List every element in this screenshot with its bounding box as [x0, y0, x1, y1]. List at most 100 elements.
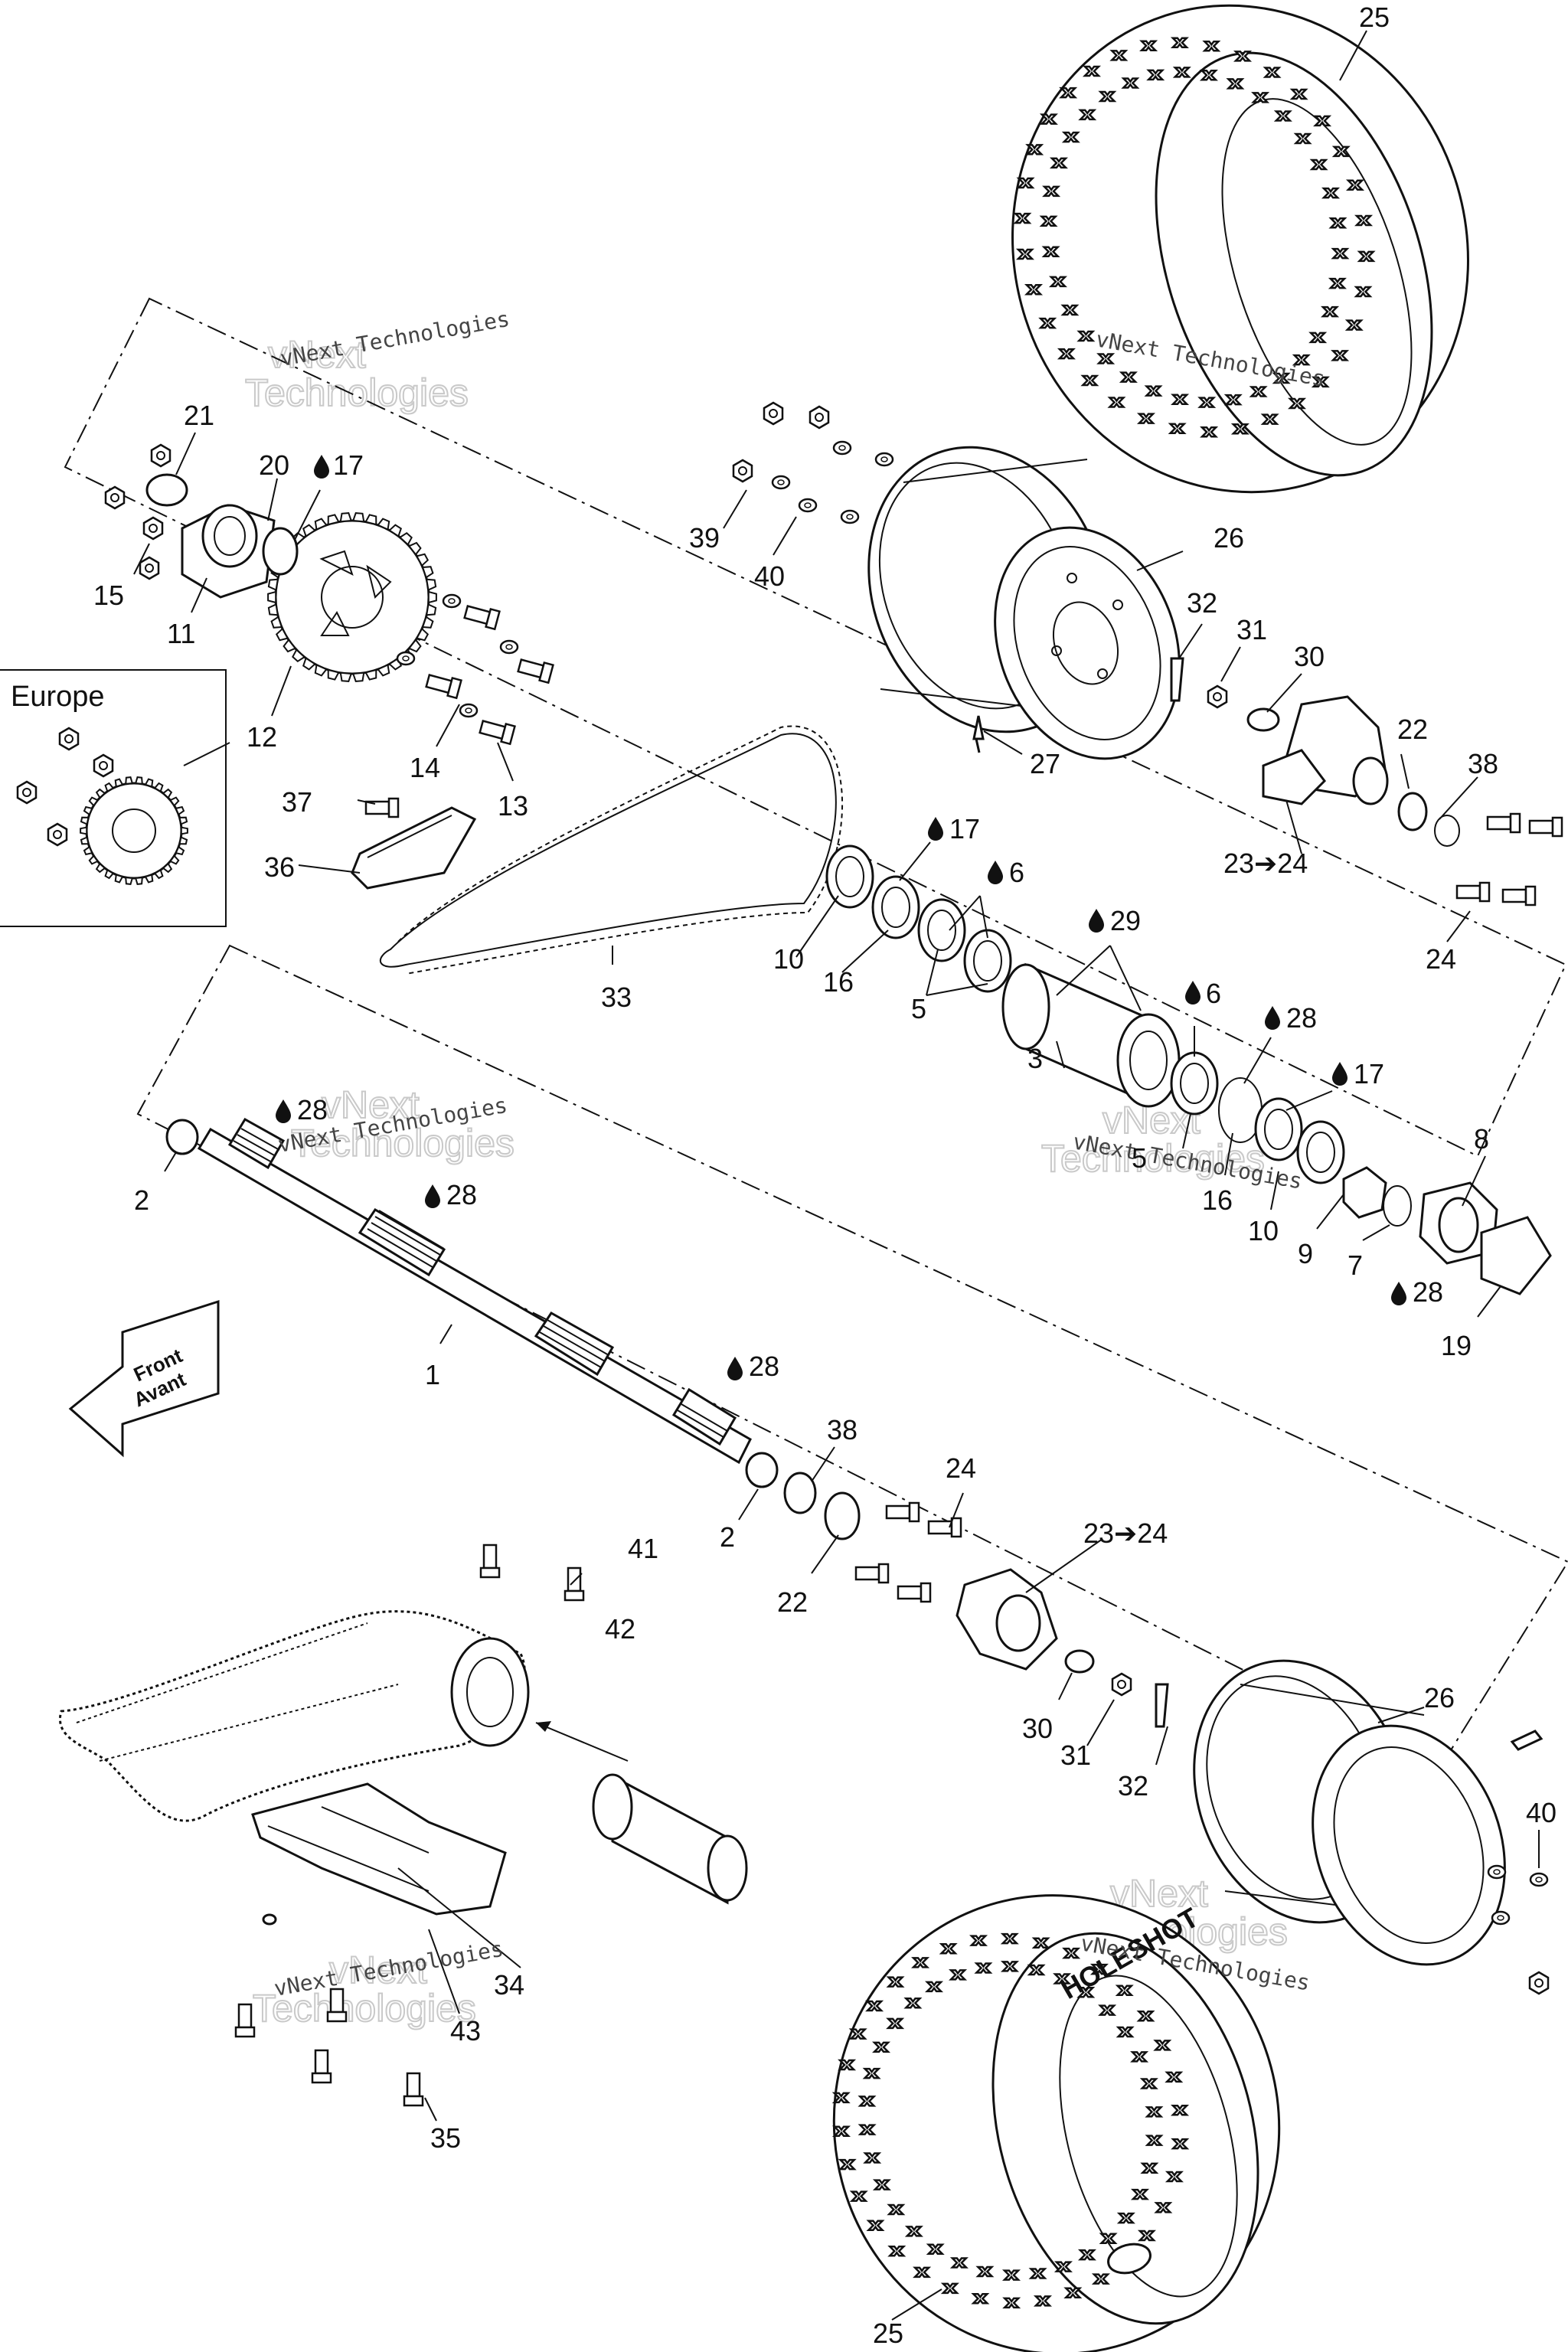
tread-block	[1146, 69, 1165, 81]
sprocket-tooth	[339, 671, 353, 682]
callout-32: 32	[1187, 587, 1217, 619]
drive-chain	[379, 725, 844, 975]
sprocket-tooth	[83, 805, 93, 816]
sprocket-tooth	[104, 868, 115, 880]
callout-24: 24	[946, 1452, 976, 1484]
sprocket-tooth	[153, 868, 164, 880]
drop-icon	[276, 1099, 291, 1123]
sprocket-tooth	[114, 874, 124, 884]
callout-9: 9	[1298, 1238, 1313, 1269]
tread-block	[1139, 40, 1158, 52]
tread-block	[1000, 1932, 1019, 1945]
sprocket-tooth	[267, 578, 279, 591]
callout-40: 40	[1526, 1797, 1557, 1828]
sprocket-tooth	[144, 778, 154, 788]
tread-block	[1233, 51, 1253, 62]
spacer-2-bottom	[745, 1452, 779, 1488]
sprocket-tooth	[153, 782, 164, 793]
tread-block	[1099, 2233, 1118, 2245]
tread-block	[1328, 277, 1347, 289]
tread-block	[1145, 2135, 1164, 2146]
tread-block	[1199, 70, 1218, 81]
callout-26: 26	[1214, 522, 1244, 554]
sprocket-tooth	[351, 671, 365, 682]
sprocket-tooth	[270, 616, 283, 629]
tread-block	[1321, 187, 1341, 199]
tread-block	[1357, 250, 1376, 263]
tread-block	[1251, 92, 1270, 103]
sprocket-tooth	[327, 514, 340, 526]
drop-icon	[727, 1357, 743, 1380]
callout-6: 6	[1009, 857, 1024, 888]
sprocket-tooth	[88, 796, 100, 807]
tread-block	[1311, 376, 1330, 388]
tread-block	[1331, 145, 1351, 158]
tread-block	[911, 1957, 930, 1968]
tread-block	[1144, 385, 1163, 397]
tread-block	[904, 2226, 923, 2237]
tread-block	[940, 2282, 959, 2295]
tread-block	[1145, 2106, 1164, 2118]
o-ring-21	[145, 473, 188, 507]
sprocket-tooth	[175, 805, 185, 816]
tread-block	[866, 2220, 885, 2231]
tread-block	[831, 2092, 851, 2104]
svg-text:vNext: vNext	[329, 1949, 427, 1991]
tread-block	[1016, 177, 1035, 189]
tread-block	[1354, 214, 1374, 227]
tread-block	[1263, 67, 1282, 78]
callout-27: 27	[1030, 748, 1060, 779]
callout-12: 12	[247, 721, 277, 753]
sprocket-tooth	[351, 512, 365, 523]
tread-block	[1293, 132, 1312, 145]
tread-block	[1249, 386, 1268, 397]
callout-6: 6	[1206, 978, 1221, 1009]
svg-text:Technologies: Technologies	[245, 371, 469, 414]
tread-block	[1063, 2287, 1083, 2299]
cover-19	[1480, 1216, 1552, 1295]
tread-block	[886, 2017, 905, 2030]
tread-block	[1049, 157, 1068, 169]
tread-block	[1230, 423, 1250, 435]
callout-15: 15	[93, 580, 124, 611]
callout-5: 5	[911, 993, 926, 1024]
tread-block	[858, 2124, 877, 2135]
callout-25: 25	[1359, 2, 1390, 33]
tread-block	[1078, 109, 1097, 121]
tread-block	[1038, 317, 1057, 329]
sprocket-tooth	[80, 816, 90, 825]
tread-block	[849, 2190, 868, 2202]
callout-32: 32	[1118, 1770, 1148, 1802]
tread-block	[1082, 65, 1101, 77]
chain-slider	[351, 797, 477, 890]
tread-block	[887, 2245, 906, 2257]
callout-1: 1	[425, 1359, 440, 1390]
tread-block	[1197, 397, 1217, 408]
callout-14: 14	[410, 752, 440, 783]
spacer-2-top	[165, 1119, 199, 1155]
callout-30: 30	[1022, 1713, 1053, 1744]
sprocket-tooth	[364, 668, 377, 681]
callout-10: 10	[773, 943, 804, 975]
tread-block	[1226, 78, 1245, 90]
tread-block	[871, 2041, 891, 2053]
svg-text:Technologies: Technologies	[253, 1987, 476, 2030]
tread-block	[1096, 353, 1116, 364]
skid-plate	[234, 1544, 585, 2107]
tread-block	[1137, 2230, 1156, 2242]
tread-block	[903, 1997, 923, 2009]
sprocket-tooth	[168, 854, 180, 865]
tread-block	[1042, 185, 1061, 198]
tread-block	[969, 1935, 988, 1946]
tread-block	[926, 2243, 945, 2256]
tread-block	[1153, 2040, 1172, 2051]
tread-block	[862, 2067, 881, 2079]
svg-text:vNext: vNext	[322, 1083, 420, 1126]
tread-block	[1344, 319, 1364, 331]
sprocket-tooth	[83, 845, 93, 856]
sprocket-tooth	[104, 782, 115, 793]
callout-11: 11	[167, 618, 195, 649]
sprocket-tooth	[292, 648, 306, 663]
tread-block	[925, 1981, 944, 1993]
tread-block	[949, 1969, 968, 1981]
